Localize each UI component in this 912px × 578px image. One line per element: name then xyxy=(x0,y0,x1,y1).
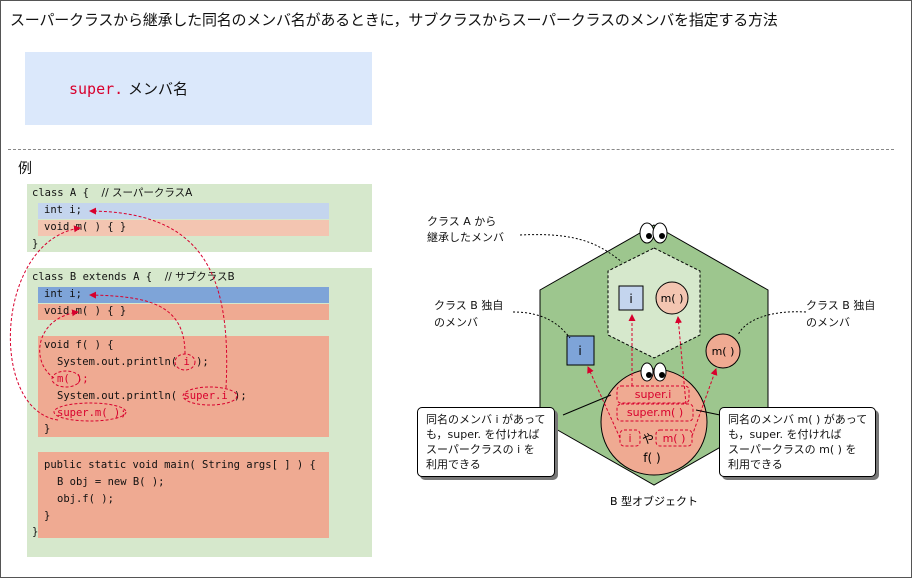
inherited-i-text: i xyxy=(629,292,632,306)
main-close-brace: } xyxy=(44,510,51,522)
own-left-label-line2: のメンバ xyxy=(434,316,478,329)
main-line1-code: B obj = new B( ); xyxy=(57,476,165,488)
main-line2-code: obj.f( ); xyxy=(57,493,114,505)
f-header-code: void f( ) { xyxy=(44,339,114,351)
arrow-super-i-to-a-field xyxy=(89,207,228,389)
arrow-plain-i xyxy=(587,366,621,439)
class-a-header: class A { // スーパークラスA xyxy=(32,187,193,199)
example-label: 例 xyxy=(18,161,32,177)
a-field-code: int i; xyxy=(44,204,82,216)
arrow-super-m xyxy=(675,316,687,405)
f-method-block xyxy=(38,336,329,437)
object-type-label: B 型オブジェクト xyxy=(610,494,698,508)
callout-left-line1: 同名のメンバ i があって xyxy=(426,413,546,426)
inherited-label-line2: 継承したメンバ xyxy=(427,231,504,244)
object-eyes xyxy=(639,222,668,244)
callout-right-line3: スーパークラスの m( ) を xyxy=(728,443,857,456)
println1-code: System.out.println( i ); xyxy=(57,356,209,368)
callout-right: 同名のメンバ m( ) があって も，super. を付ければ スーパークラスの… xyxy=(719,407,877,477)
own-right-label-line2: のメンバ xyxy=(806,316,850,329)
super-i-label: super.i xyxy=(635,388,672,401)
plain-i-badge xyxy=(619,429,641,447)
f-label: f( ) xyxy=(643,451,660,465)
plain-i-label: i xyxy=(628,432,631,445)
println2-code: System.out.println( super.i ); xyxy=(57,390,247,402)
plain-m-label: m( ) xyxy=(663,432,686,445)
inherited-label-line1: クラス A から xyxy=(427,215,497,228)
callout-left: 同名のメンバ i があって も，super. を付ければ スーパークラスの i … xyxy=(417,407,555,477)
page-title: スーパークラスから継承した同名のメンバ名があるときに，サブクラスからスーパークラ… xyxy=(10,11,778,29)
own-left-label-line1: クラス B 独自 xyxy=(434,299,504,312)
main-header-code: public static void main( String args[ ] … xyxy=(44,459,316,471)
m-ref-ellipse xyxy=(51,370,81,388)
callout-left-line4: 利用できる xyxy=(426,458,481,471)
super-i-badge xyxy=(616,385,690,404)
callout-right-line4: 利用できる xyxy=(728,458,783,471)
a-close-brace: } xyxy=(32,238,39,250)
syntax-text: super. メンバ名 xyxy=(69,78,188,99)
super-keyword: super. xyxy=(69,80,124,98)
inherited-region-hexagon xyxy=(607,247,701,359)
own-i-text: i xyxy=(578,344,581,358)
callout-left-line3: スーパークラスの i を xyxy=(426,443,535,456)
arrow-i-to-b-field xyxy=(89,291,186,355)
super-m-call-code: super.m( ); xyxy=(57,407,127,419)
section-divider xyxy=(8,149,894,150)
a-method-row xyxy=(38,220,329,236)
inherited-i-box xyxy=(618,285,644,311)
leader-own-right xyxy=(737,311,807,336)
own-m-circle xyxy=(705,333,741,369)
own-i-box xyxy=(566,335,595,366)
callout-left-pointer xyxy=(562,394,612,416)
callout-right-line1: 同名のメンバ m( ) があって xyxy=(728,413,868,426)
a-method-code: void m( ) { } xyxy=(44,221,127,233)
inherited-m-text: m( ) xyxy=(661,292,684,305)
b-field-code: int i; xyxy=(44,288,82,300)
inherited-m-circle xyxy=(655,281,689,315)
own-m-text: m( ) xyxy=(712,345,735,358)
b-method-row xyxy=(38,304,329,320)
super-m-ref-ellipse xyxy=(53,402,127,422)
leader-inherited xyxy=(519,234,623,263)
syntax-box xyxy=(25,52,372,125)
b-close-brace: } xyxy=(32,526,39,538)
super-m-label: super.m( ) xyxy=(627,406,683,419)
member-name-text: メンバ名 xyxy=(127,80,188,98)
class-b-header: class B extends A { // サブクラスB xyxy=(32,271,235,283)
super-i-ref-ellipse xyxy=(182,386,238,406)
a-field-row xyxy=(38,203,329,219)
callout-left-line2: も，super. を付ければ xyxy=(426,428,540,441)
b-method-code: void m( ) { } xyxy=(44,305,127,317)
own-right-label-line1: クラス B 独自 xyxy=(806,299,876,312)
ya-label: や xyxy=(642,432,654,446)
main-method-block xyxy=(38,452,329,538)
arrow-plain-m xyxy=(691,368,718,437)
plain-m-badge xyxy=(655,429,693,447)
callout-right-pointer xyxy=(695,409,721,416)
leader-own-left xyxy=(512,311,571,339)
arrow-super-m-to-a-method xyxy=(9,225,81,421)
callout-right-line2: も，super. を付ければ xyxy=(728,428,842,441)
super-m-badge xyxy=(616,403,694,422)
f-close-brace: } xyxy=(44,423,51,435)
arrow-m-to-b-method xyxy=(39,309,79,379)
b-field-row xyxy=(38,287,329,303)
